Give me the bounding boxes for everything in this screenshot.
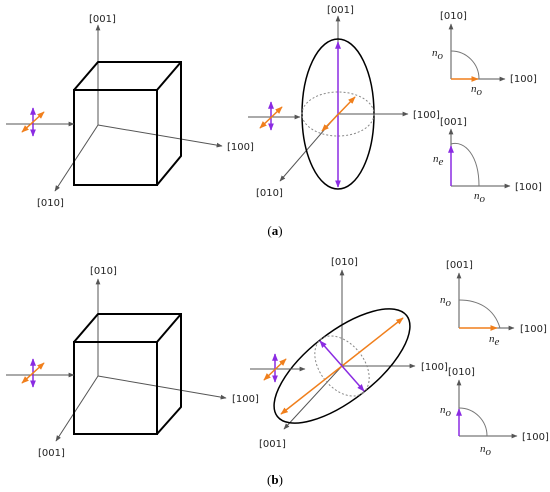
cube-a-label-up: [001] <box>89 14 116 25</box>
cube-a: [001] [100] [010] <box>6 14 254 209</box>
inset-b-top-label-nx: ne <box>489 333 500 348</box>
cube-a-label-down-left: [010] <box>37 198 64 209</box>
panel-a: [001] [100] [010] [001] [100] [010] <box>6 5 542 238</box>
inset-a-bottom-label-axis-y: [001] <box>440 117 467 128</box>
ellipsoid-a-no-diagonal <box>321 96 356 132</box>
inset-a-bottom: [001] [100] ne no <box>433 117 542 205</box>
ellipsoid-a: [001] [100] [010] <box>248 5 440 199</box>
ellipsoid-b-label-down-left: [001] <box>259 439 286 450</box>
cube-b-label-down-left: [001] <box>38 448 65 459</box>
inset-b-top-label-ny: no <box>440 294 452 309</box>
cube-a-label-right: [100] <box>227 142 254 153</box>
ellipsoid-a-polarization-diagonal <box>259 106 283 129</box>
cube-b-axis-right <box>97 375 227 400</box>
caption-b: (b) <box>267 472 283 487</box>
ellipsoid-a-equator <box>301 91 375 137</box>
ellipsoid-b-ne-upper <box>341 317 404 367</box>
cube-b-polarization-diagonal <box>21 362 45 384</box>
inset-b-top-label-axis-y: [001] <box>446 260 473 271</box>
cube-a-axis-down-left <box>54 124 99 192</box>
cube-a-top-right-edge <box>156 61 182 91</box>
inset-a-top: [010] [100] no no <box>432 11 537 98</box>
cube-b: [010] [100] [001] <box>6 266 259 459</box>
inset-a-top-label-ny: no <box>432 47 444 62</box>
inset-b-bottom-label-axis-y: [010] <box>448 367 475 378</box>
inset-b-bottom-label-nx: no <box>480 443 492 458</box>
ellipsoid-b-ne-lower <box>280 365 343 415</box>
cube-b-label-up: [010] <box>90 266 117 277</box>
ellipsoid-b-polarization-diagonal <box>263 358 287 381</box>
ellipsoid-a-label-right: [100] <box>413 110 440 121</box>
cube-b-top-right-edge <box>156 313 182 343</box>
inset-b-bottom-arc <box>458 407 488 437</box>
cube-a-polarization-diagonal <box>21 111 45 133</box>
ellipsoid-a-label-down-left: [010] <box>256 188 283 199</box>
inset-a-bottom-arc <box>450 142 480 187</box>
inset-a-bottom-label-nx: no <box>474 190 486 205</box>
cube-b-label-right: [100] <box>232 394 259 405</box>
ellipsoid-b-no-diagonal <box>319 340 365 392</box>
cube-a-axis-right <box>97 124 223 148</box>
inset-a-bottom-label-axis-x: [100] <box>515 182 542 193</box>
ellipsoid-b-label-up: [010] <box>331 257 358 268</box>
inset-a-top-label-axis-x: [100] <box>510 74 537 85</box>
inset-b-top: [001] [100] no ne <box>440 260 547 348</box>
inset-a-bottom-label-ny: ne <box>433 153 444 168</box>
inset-b-bottom-label-ny: no <box>440 404 452 419</box>
ellipsoid-a-label-up: [001] <box>327 5 354 16</box>
panel-b: [010] [100] [001] [010] [100] [001] <box>6 257 549 487</box>
inset-b-bottom-label-axis-x: [100] <box>522 432 549 443</box>
cube-a-front-face <box>73 89 158 186</box>
cube-b-front-face <box>73 341 158 435</box>
inset-a-top-label-axis-y: [010] <box>440 11 467 22</box>
inset-b-bottom: [010] [100] no no <box>440 367 549 458</box>
inset-a-top-arc <box>450 50 480 80</box>
ellipsoid-b-label-right: [100] <box>421 362 448 373</box>
caption-a: (a) <box>267 223 282 238</box>
inset-b-top-label-axis-x: [100] <box>520 324 547 335</box>
inset-b-top-arc <box>458 299 501 329</box>
ellipsoid-b: [010] [100] [001] <box>250 257 448 450</box>
inset-a-top-label-nx: no <box>471 83 483 98</box>
cube-b-axis-down-left <box>55 375 99 442</box>
